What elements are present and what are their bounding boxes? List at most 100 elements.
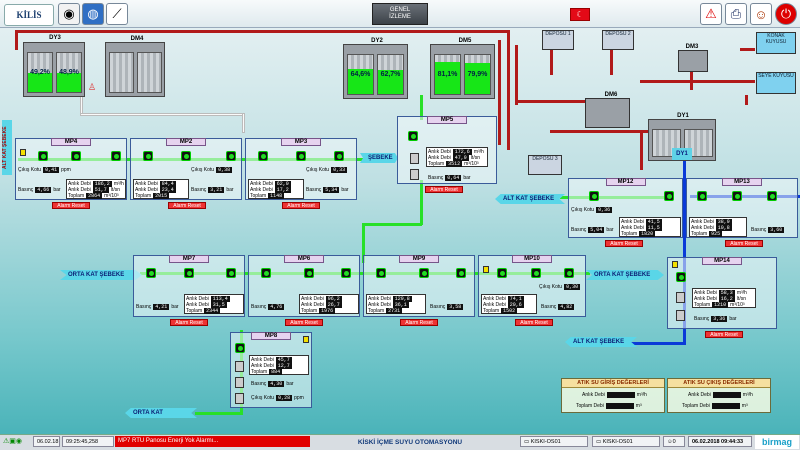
- tank-dy2[interactable]: 64,6% 62,7%: [343, 44, 408, 99]
- well-konak[interactable]: KONAK KUYUSU: [756, 32, 796, 54]
- mp7-title[interactable]: MP7: [169, 255, 209, 263]
- mp12-pump-icon[interactable]: [664, 191, 674, 201]
- mp6-flowmeter-icon[interactable]: [304, 268, 314, 278]
- mp10-pressure-label: Basınç: [541, 304, 557, 310]
- mp13-alarm-reset-button[interactable]: Alarm Reset: [725, 240, 763, 247]
- mp6-pump-icon[interactable]: [341, 268, 351, 278]
- station-building-3[interactable]: DEPOSU 3: [528, 155, 562, 175]
- station-building-1[interactable]: DEPOSU 1: [542, 30, 574, 50]
- network-alt-kat-right[interactable]: ALT KAT ŞEBEKE: [495, 194, 565, 204]
- mp5-title[interactable]: MP5: [427, 116, 467, 124]
- network-sebeke-mp3[interactable]: ŞEBEKE: [360, 153, 398, 163]
- network-orta-kat-bottom[interactable]: ORTA KAT ŞEBEKE: [125, 408, 197, 418]
- mp8-pressure-icon[interactable]: [235, 377, 244, 388]
- server2-status[interactable]: ▭ KISKI-OS01: [592, 436, 660, 447]
- mp14-title[interactable]: MP14: [702, 257, 742, 265]
- tank-dm4[interactable]: [105, 42, 165, 97]
- mp3-title[interactable]: MP3: [281, 138, 321, 146]
- mp2-title[interactable]: MP2: [166, 138, 206, 146]
- mp8-pump-icon[interactable]: [235, 343, 245, 353]
- mp5-alarm-reset-button[interactable]: Alarm Reset: [425, 186, 463, 193]
- mp5-flowmeter-icon[interactable]: [410, 153, 419, 164]
- tank-dy3[interactable]: 49,2% 48,9%: [23, 42, 85, 97]
- printer-icon[interactable]: ⎙: [725, 3, 747, 25]
- screen-title[interactable]: GENEL İZLEME: [372, 3, 428, 25]
- mp4-pump-icon[interactable]: [111, 151, 121, 161]
- mp7-valve-icon[interactable]: [146, 268, 156, 278]
- mp10-title[interactable]: MP10: [512, 255, 552, 263]
- turkish-flag-icon[interactable]: ☾: [570, 8, 590, 21]
- mp7-alarm-reset-button[interactable]: Alarm Reset: [170, 319, 208, 326]
- mp10-flowmeter-icon[interactable]: [531, 268, 541, 278]
- mp9-valve-icon[interactable]: [376, 268, 386, 278]
- mp7-flowmeter-icon[interactable]: [184, 268, 194, 278]
- network-orta-kat-left[interactable]: ORTA KAT ŞEBEKE: [60, 270, 142, 280]
- mp5-pressure-icon[interactable]: [410, 169, 419, 180]
- network-orta-kat-right[interactable]: ORTA KAT ŞEBEKE: [586, 270, 664, 280]
- mp13-title[interactable]: MP13: [722, 178, 762, 186]
- mp8-flowmeter-icon[interactable]: [235, 361, 244, 372]
- mp4-valve-icon[interactable]: [38, 151, 48, 161]
- mp14-alarm-reset-button[interactable]: Alarm Reset: [705, 331, 743, 338]
- mp6-title[interactable]: MP6: [284, 255, 324, 263]
- mp2-flowmeter-icon[interactable]: [181, 151, 191, 161]
- mp3-valve-icon[interactable]: [258, 151, 268, 161]
- server1-status[interactable]: ▭ KISKI-OS01: [520, 436, 588, 447]
- mp10-pump-icon[interactable]: [564, 268, 574, 278]
- warning-icon[interactable]: ⚠: [700, 3, 722, 25]
- mp9-title[interactable]: MP9: [399, 255, 439, 263]
- well-seye[interactable]: SEYE KUYUSU: [756, 72, 796, 94]
- station-building-2[interactable]: DEPOSU 2: [602, 30, 634, 50]
- mp14-flowmeter-icon[interactable]: [676, 292, 685, 303]
- mp6-alarm-reset-button[interactable]: Alarm Reset: [285, 319, 323, 326]
- mp5-pump-icon[interactable]: [408, 131, 418, 141]
- mp9-pump-icon[interactable]: [456, 268, 466, 278]
- tank-dm3[interactable]: [678, 50, 708, 72]
- mp14-pressure-icon[interactable]: [676, 310, 685, 321]
- alarm-indicator-icons[interactable]: ⚠▣◉: [3, 438, 22, 445]
- mp4-title[interactable]: MP4: [51, 138, 91, 146]
- mp3-alarm-reset-button[interactable]: Alarm Reset: [282, 202, 320, 209]
- globe-icon[interactable]: ◍: [82, 3, 104, 25]
- mp13-flowmeter-icon[interactable]: [732, 191, 742, 201]
- mp4-flowmeter-icon[interactable]: [71, 151, 81, 161]
- mp2-alarm-reset-button[interactable]: Alarm Reset: [168, 202, 206, 209]
- network-alt-kat-left[interactable]: ALT KAT ŞEBEKE: [2, 120, 12, 175]
- mp14-pump-icon[interactable]: [676, 272, 686, 282]
- active-alarm-message[interactable]: MP7 RTU Panosu Enerji Yok Alarmı...: [115, 436, 310, 447]
- power-icon[interactable]: ⏻: [775, 3, 797, 25]
- mp2-pump-icon[interactable]: [226, 151, 236, 161]
- mp9-alarm-reset-button[interactable]: Alarm Reset: [400, 319, 438, 326]
- tank-dy3-left-level: 49,2%: [30, 68, 50, 76]
- tank-dm6[interactable]: [585, 98, 630, 128]
- mp6-pressure-value: 4,76: [268, 304, 285, 310]
- mp8-title[interactable]: MP8: [251, 332, 291, 340]
- mp7-pump-icon[interactable]: [226, 268, 236, 278]
- binoculars-icon[interactable]: ◉: [58, 3, 80, 25]
- mp8-chlor-label: Çıkış Kotu: [251, 395, 275, 401]
- trend-chart-icon[interactable]: ⟋: [106, 3, 128, 25]
- network-alt-kat-bottom[interactable]: ALT KAT ŞEBEKE: [565, 337, 637, 347]
- mp12-valve-icon[interactable]: [589, 191, 599, 201]
- mp12-title[interactable]: MP12: [605, 178, 646, 186]
- tank-dm5[interactable]: 81,1% 79,9%: [430, 44, 495, 99]
- mp10-alarm-reset-button[interactable]: Alarm Reset: [515, 319, 553, 326]
- users-icon[interactable]: ☺: [750, 3, 772, 25]
- mp4-alarm-reset-button[interactable]: Alarm Reset: [52, 202, 90, 209]
- mp13-pump-icon[interactable]: [767, 191, 777, 201]
- mp2-valve-icon[interactable]: [143, 151, 153, 161]
- mp3-pump-icon[interactable]: [334, 151, 344, 161]
- mp9-flowmeter-icon[interactable]: [419, 268, 429, 278]
- mp3-flowmeter-icon[interactable]: [296, 151, 306, 161]
- mp13-valve-icon[interactable]: [697, 191, 707, 201]
- mp8-chlor-icon[interactable]: [235, 393, 244, 404]
- mp12-alarm-reset-button[interactable]: Alarm Reset: [605, 240, 643, 247]
- status-date-short: 06.02.18: [33, 436, 60, 447]
- mp10-valve-icon[interactable]: [497, 268, 507, 278]
- mp6-valve-icon[interactable]: [261, 268, 271, 278]
